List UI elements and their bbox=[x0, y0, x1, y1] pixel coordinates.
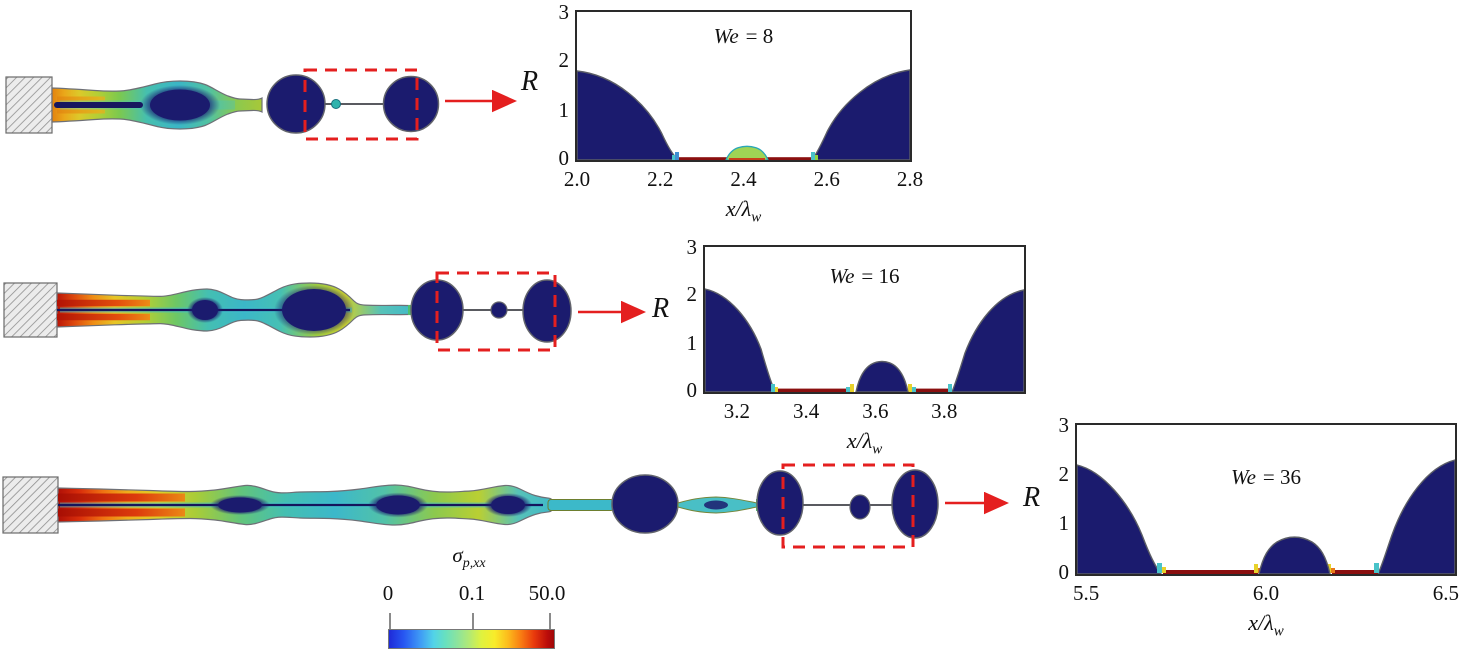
main-drop bbox=[382, 75, 440, 133]
ylabel-R-we16: R bbox=[652, 293, 670, 324]
title-we-value: = 36 bbox=[1262, 465, 1301, 489]
y-tick: 0 bbox=[1058, 559, 1070, 584]
colorbar-tick bbox=[472, 613, 474, 629]
x-tick: 2.2 bbox=[647, 167, 674, 191]
x-tick: 6.0 bbox=[1252, 581, 1280, 605]
inset-panel-we36: We= 36 3 2 1 0 5.5 6.0 6.5 x/λw bbox=[1059, 413, 1460, 639]
y-tick: 3 bbox=[1058, 413, 1070, 438]
main-drop bbox=[266, 74, 326, 134]
ylabel-R-we8: R bbox=[521, 66, 539, 97]
filament-line bbox=[1332, 570, 1378, 574]
sigma-symbol: σ bbox=[452, 543, 463, 567]
main-drop bbox=[756, 470, 804, 536]
sigma-subscript: p,xx bbox=[462, 556, 486, 572]
x-axis-label: x/λw bbox=[1077, 610, 1455, 640]
xlabel-main: x/λ bbox=[1248, 610, 1274, 635]
title-we-value: = 16 bbox=[861, 264, 900, 288]
xlabel-sub: w bbox=[1273, 623, 1284, 640]
nozzle-wall-we16 bbox=[3, 282, 58, 338]
colorbar-gradient bbox=[388, 629, 555, 649]
filament-line bbox=[910, 388, 950, 392]
y-tick: 2 bbox=[1058, 461, 1070, 486]
jet-we36 bbox=[57, 463, 1009, 549]
y-tick: 1 bbox=[558, 97, 570, 122]
main-drop bbox=[522, 279, 572, 343]
satellite-drop bbox=[331, 99, 341, 109]
main-drop bbox=[891, 469, 939, 539]
colorbar: σp,xx 0 0.1 50.0 bbox=[382, 543, 565, 649]
x-tick: 3.6 bbox=[862, 399, 889, 423]
jet-we8 bbox=[51, 68, 517, 141]
x-tick: 3.8 bbox=[931, 399, 958, 423]
colorbar-tick-label: 0 bbox=[382, 581, 394, 605]
y-tick: 3 bbox=[558, 0, 570, 25]
colorbar-tick bbox=[549, 613, 551, 629]
title-we-symbol: We bbox=[829, 264, 855, 288]
nozzle-wall-we36 bbox=[2, 476, 59, 534]
y-tick: 1 bbox=[1058, 511, 1070, 536]
satellite-drop-profile bbox=[855, 360, 909, 392]
jet-we16 bbox=[56, 271, 646, 352]
colorbar-tick bbox=[389, 613, 391, 629]
x-axis-label: x/λw bbox=[705, 428, 1024, 458]
y-tick: 2 bbox=[686, 282, 698, 307]
main-drop-profile bbox=[951, 289, 1024, 392]
ligament bbox=[547, 499, 615, 511]
colorbar-tick-label: 50.0 bbox=[528, 581, 566, 605]
xlabel-main: x/λ bbox=[725, 196, 752, 221]
zoom-region-box bbox=[435, 271, 557, 352]
main-drop bbox=[611, 474, 679, 534]
inset-title: We= 36 bbox=[1077, 465, 1455, 490]
y-tick: 2 bbox=[558, 48, 570, 73]
inset-title: We= 16 bbox=[705, 264, 1024, 289]
xlabel-sub: w bbox=[751, 209, 762, 226]
main-drop-profile bbox=[811, 69, 910, 160]
x-axis-label: x/λw bbox=[577, 196, 910, 226]
main-drop-profile bbox=[705, 288, 776, 392]
x-tick: 2.0 bbox=[563, 167, 591, 191]
colorbar-tick-label: 0.1 bbox=[458, 581, 486, 605]
zoom-region-box bbox=[781, 463, 915, 549]
x-tick: 3.2 bbox=[723, 399, 751, 423]
profile-plot-we16 bbox=[705, 288, 1024, 392]
title-we-value: = 8 bbox=[745, 24, 774, 48]
y-tick: 0 bbox=[686, 377, 698, 402]
x-tick: 5.5 bbox=[1072, 581, 1100, 605]
ylabel-R-we36: R bbox=[1023, 482, 1041, 513]
inset-panel-we16: We= 16 3 2 1 0 3.2 3.4 3.6 3.8 x/λw bbox=[687, 235, 1026, 457]
profile-plot-we36 bbox=[1077, 459, 1455, 574]
nozzle-wall-we8 bbox=[5, 76, 53, 134]
main-drop-profile bbox=[1377, 459, 1455, 574]
filament-line bbox=[777, 388, 854, 392]
x-tick: 2.8 bbox=[896, 167, 924, 191]
title-we-symbol: We bbox=[1231, 465, 1256, 489]
satellite-drop-profile bbox=[725, 145, 769, 160]
main-drop-profile bbox=[577, 70, 679, 160]
xlabel-main: x/λ bbox=[846, 428, 873, 453]
main-drop-profile bbox=[1077, 464, 1162, 574]
filament-line bbox=[1163, 570, 1258, 574]
y-tick: 0 bbox=[558, 145, 570, 170]
x-tick: 6.5 bbox=[1432, 581, 1460, 605]
satellite-drop bbox=[490, 301, 508, 319]
colorbar-title: σp,xx bbox=[383, 543, 555, 572]
inset-title: We= 8 bbox=[577, 24, 910, 49]
y-tick: 1 bbox=[686, 330, 698, 355]
x-tick: 3.4 bbox=[792, 399, 820, 423]
title-we-symbol: We bbox=[713, 24, 739, 48]
satellite-drop bbox=[849, 494, 871, 520]
inset-panel-we8: We= 8 3 2 1 0 2.0 2.2 2.4 2.6 2.8 x/λw bbox=[559, 0, 924, 225]
satellite-drop-profile bbox=[1258, 536, 1331, 574]
x-tick: 2.6 bbox=[813, 167, 840, 191]
y-tick: 3 bbox=[686, 235, 698, 260]
x-tick: 2.4 bbox=[730, 167, 757, 191]
profile-plot-we8 bbox=[577, 69, 910, 160]
zoom-region-box bbox=[303, 68, 419, 141]
xlabel-sub: w bbox=[872, 441, 883, 458]
